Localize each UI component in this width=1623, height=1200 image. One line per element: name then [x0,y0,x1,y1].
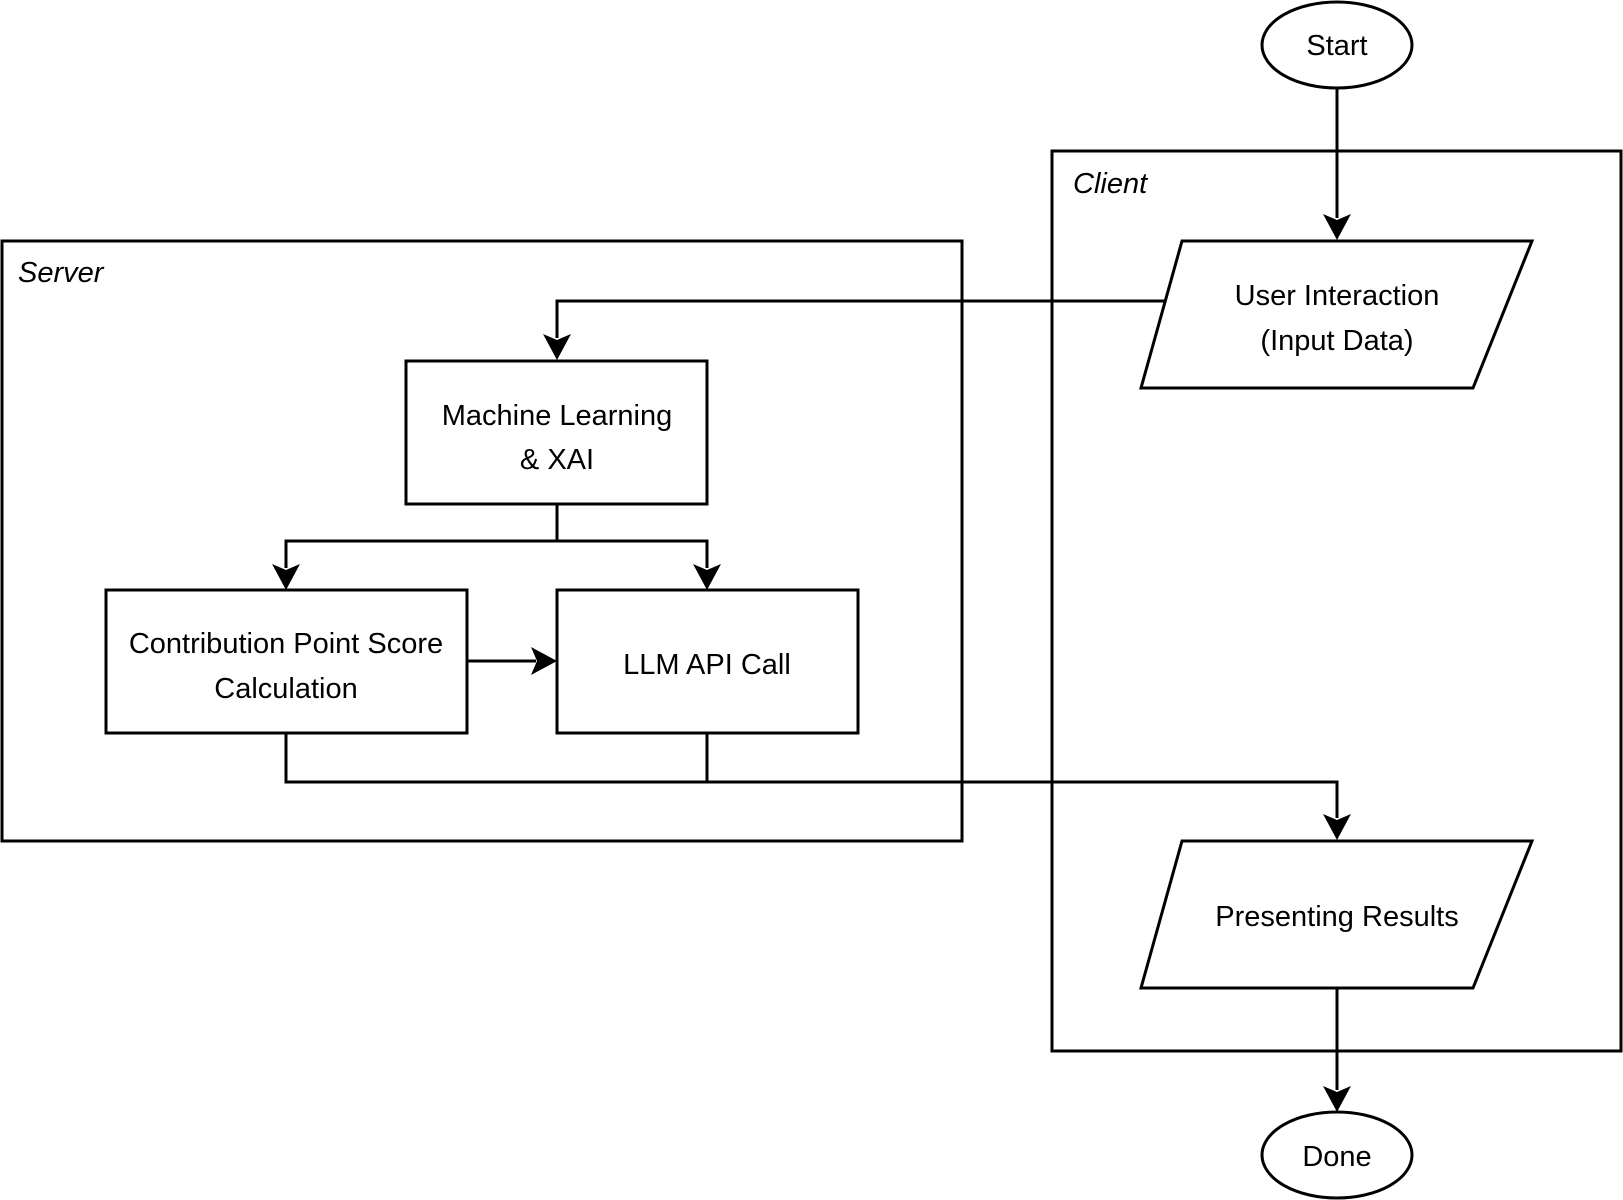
edge-ml-to-llm [557,539,709,568]
arrowhead-presenting [1323,814,1351,840]
ml-xai-node [404,359,709,506]
edge-user-interaction-to-ml [555,299,1175,338]
presenting-results-node [1139,839,1535,990]
user-interaction-label-line2: (Input Data) [1260,325,1413,357]
contribution-score-label-line1: Contribution Point Score [129,628,443,660]
arrowhead-llm-side [531,647,557,675]
user-interaction-node [1139,239,1535,390]
arrowhead-contribution [272,564,300,590]
start-node [1260,0,1414,90]
ml-xai-label-line2: & XAI [520,444,594,476]
llm-api-call-label: LLM API Call [623,649,791,681]
start-label: Start [1306,30,1367,62]
arrowhead-ml [543,334,571,360]
done-node [1260,1110,1414,1200]
arrowhead-user-interaction [1323,214,1351,240]
arrowhead-done [1323,1086,1351,1112]
llm-api-call-node [555,588,860,735]
done-label: Done [1302,1141,1371,1173]
contribution-score-label-line2: Calculation [214,673,357,705]
arrowhead-llm [693,564,721,590]
user-interaction-label-line1: User Interaction [1235,280,1440,312]
edge-contribution-to-presenting [284,733,1339,818]
server-group [0,239,964,843]
edge-ml-to-contribution [284,505,559,568]
ml-xai-label-line1: Machine Learning [442,400,673,432]
presenting-results-label: Presenting Results [1215,901,1458,933]
contribution-score-node [104,588,469,735]
client-group-label: Client [1073,168,1149,200]
server-group-label: Server [18,257,105,289]
